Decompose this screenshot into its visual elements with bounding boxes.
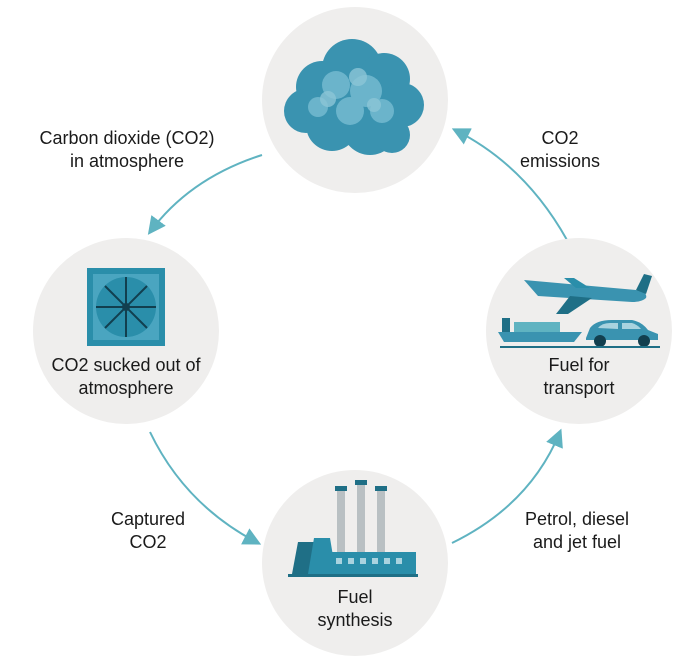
node-transport-label-line-1: Fuel for	[548, 355, 610, 375]
node-atmosphere	[262, 7, 448, 193]
edge-label-transport-to-atmosphere-line-1: CO2	[541, 128, 579, 148]
edge-label-synthesis-to-transport: Petrol, diesel and jet fuel	[502, 508, 652, 554]
node-capture-label-line-2: atmosphere	[78, 378, 174, 398]
node-synthesis-label-line-2: synthesis	[317, 610, 393, 630]
factory-icon	[288, 480, 418, 577]
arrow-capture-to-synthesis	[149, 431, 262, 545]
node-transport-label-line-2: transport	[543, 378, 615, 398]
edge-label-synthesis-to-transport-line-2: and jet fuel	[532, 532, 622, 552]
edge-label-synthesis-to-transport-line-1: Petrol, diesel	[524, 509, 630, 529]
ship-icon	[498, 318, 582, 342]
edge-label-transport-to-atmosphere-line-2: emissions	[519, 151, 601, 171]
node-synthesis-label: Fuel synthesis	[262, 586, 448, 632]
edge-label-capture-to-synthesis: Captured CO2	[98, 508, 198, 554]
cloud-icon	[284, 39, 424, 155]
node-capture-label: CO2 sucked out of atmosphere	[33, 354, 219, 400]
edge-label-capture-to-synthesis-line-2: CO2	[129, 532, 167, 552]
edge-label-capture-to-synthesis-line-1: Captured	[110, 509, 186, 529]
node-transport: Fuel for transport	[486, 238, 672, 424]
arrow-transport-to-atmosphere	[451, 128, 568, 241]
node-synthesis: Fuel synthesis	[262, 470, 448, 656]
edge-label-atmosphere-to-capture: Carbon dioxide (CO2) in atmosphere	[2, 127, 252, 173]
edge-label-transport-to-atmosphere: CO2 emissions	[510, 127, 610, 173]
air-capture-fan-icon	[87, 268, 165, 346]
edge-label-atmosphere-to-capture-line-1: Carbon dioxide (CO2)	[39, 128, 215, 148]
node-capture-label-line-1: CO2 sucked out of	[51, 355, 201, 375]
transport-vehicles-icon	[498, 274, 660, 348]
edge-label-atmosphere-to-capture-line-2: in atmosphere	[69, 151, 185, 171]
airplane-icon	[524, 274, 652, 314]
arrow-synthesis-to-transport	[451, 428, 563, 544]
car-icon	[586, 320, 658, 347]
node-transport-label: Fuel for transport	[486, 354, 672, 400]
node-synthesis-label-line-1: Fuel	[337, 587, 373, 607]
node-capture: CO2 sucked out of atmosphere	[33, 238, 219, 424]
arrow-atmosphere-to-capture	[147, 154, 263, 235]
